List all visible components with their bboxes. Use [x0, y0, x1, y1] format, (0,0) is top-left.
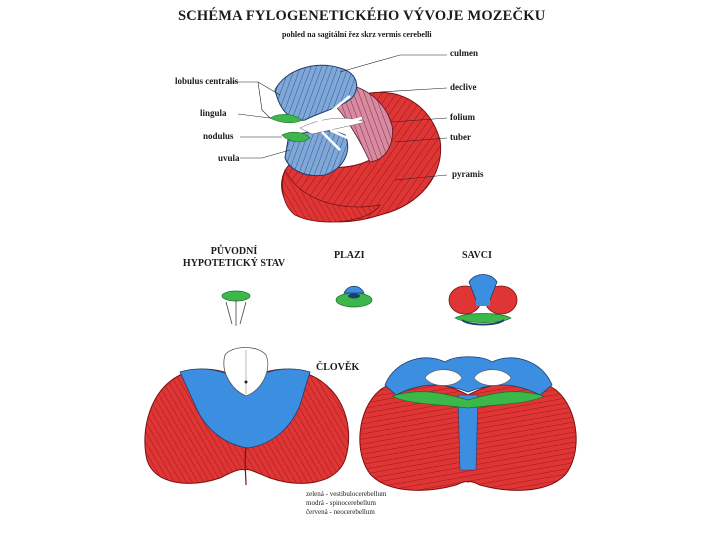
page-title: SCHÉMA FYLOGENETICKÉHO VÝVOJE MOZEČKU	[178, 8, 545, 25]
label-lingula: lingula	[200, 108, 227, 118]
legend: zelená - vestibulocerebellum modrá - spi…	[306, 490, 386, 517]
stage-mammals-drawing	[449, 275, 517, 325]
legend-green: zelená - vestibulocerebellum	[306, 490, 386, 499]
stage-original-heading: PŮVODNÍ HYPOTETICKÝ STAV	[172, 246, 296, 270]
label-tuber: tuber	[450, 132, 471, 142]
stage-original-line1: PŮVODNÍ	[172, 246, 296, 258]
legend-red: červená - neocerebellum	[306, 508, 386, 517]
label-pyramis: pyramis	[452, 169, 484, 179]
label-folium: folium	[450, 112, 475, 122]
label-uvula: uvula	[218, 153, 240, 163]
stage-reptiles-drawing	[336, 286, 372, 307]
label-declive: declive	[450, 82, 477, 92]
stage-original-line2: HYPOTETICKÝ STAV	[172, 258, 296, 270]
page-subtitle: pohled na sagitální řez skrz vermis cere…	[282, 30, 432, 39]
stage-human-heading: ČLOVĚK	[316, 362, 359, 374]
label-lobulus-centralis: lobulus centralis	[175, 76, 238, 86]
label-nodulus: nodulus	[203, 131, 234, 141]
stage-original-drawing	[222, 291, 250, 326]
label-culmen: culmen	[450, 48, 478, 58]
stage-reptiles-heading: PLAZI	[334, 250, 365, 262]
stage-mammals-heading: SAVCI	[462, 250, 492, 262]
legend-blue: modrá - spinocerebellum	[306, 499, 386, 508]
human-cerebellum-ventral	[360, 357, 576, 491]
sagittal-section	[270, 65, 441, 222]
